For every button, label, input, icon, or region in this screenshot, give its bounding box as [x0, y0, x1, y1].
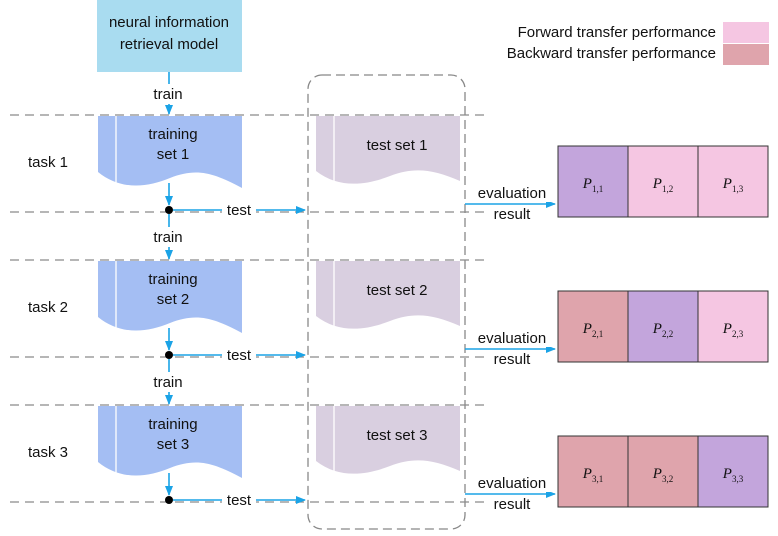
cell-subscript: 3,3	[732, 474, 744, 484]
cell-subscript: 3,1	[592, 474, 603, 484]
train-label: train	[153, 229, 182, 246]
legend-forward-swatch	[723, 22, 769, 43]
task-label: task 1	[28, 154, 68, 171]
performance-cell	[557, 290, 629, 363]
cell-symbol: P	[582, 176, 592, 192]
test-set-label: test set 1	[367, 137, 428, 154]
test-label: test	[227, 492, 252, 509]
train-label: train	[153, 374, 182, 391]
performance-cell	[557, 435, 629, 508]
test-set-shape	[316, 261, 460, 329]
cell-subscript: 1,3	[732, 184, 744, 194]
cell-symbol: P	[722, 176, 732, 192]
test-set-shape	[316, 116, 460, 184]
performance-cell-label: P2,3	[722, 321, 744, 339]
test-set-label: test set 3	[367, 427, 428, 444]
test-label: test	[227, 202, 252, 219]
task-group: task 3 training set 3 test set 3 test evaluat…	[10, 404, 769, 514]
performance-cell	[627, 290, 699, 363]
legend-backward-swatch	[723, 44, 769, 65]
performance-cell	[627, 145, 699, 218]
junction-dot	[165, 206, 173, 214]
result-label: result	[494, 496, 532, 513]
cell-subscript: 1,2	[662, 184, 673, 194]
performance-cell-label: P3,1	[582, 466, 603, 484]
performance-cell	[697, 435, 769, 508]
junction-dot	[165, 351, 173, 359]
training-set-line2: set 3	[157, 436, 190, 453]
training-set-line1: training	[148, 271, 197, 288]
cell-symbol: P	[652, 176, 662, 192]
test-set-label: test set 2	[367, 282, 428, 299]
cell-subscript: 1,1	[592, 184, 603, 194]
result-label: result	[494, 351, 532, 368]
cell-subscript: 2,2	[662, 329, 673, 339]
model-box-line2: retrieval model	[120, 36, 218, 53]
test-sets-container	[307, 74, 466, 530]
performance-cell-label: P1,3	[722, 176, 744, 194]
evaluation-label: evaluation	[478, 475, 546, 492]
training-set-line2: set 1	[157, 146, 190, 163]
junction-dot	[165, 496, 173, 504]
train-label-top: train	[153, 86, 182, 103]
cell-symbol: P	[652, 321, 662, 337]
model-box	[97, 0, 242, 72]
cell-subscript: 2,3	[732, 329, 744, 339]
legend-backward-label: Backward transfer performance	[507, 45, 716, 62]
performance-cell-label: P1,2	[652, 176, 673, 194]
test-label: test	[227, 347, 252, 364]
performance-cell	[557, 145, 629, 218]
performance-cell-label: P3,2	[652, 466, 673, 484]
performance-cell-label: P2,1	[582, 321, 603, 339]
evaluation-label: evaluation	[478, 330, 546, 347]
training-set-shape	[98, 116, 242, 188]
training-set-shape	[98, 261, 242, 333]
performance-cell	[627, 435, 699, 508]
performance-cell	[697, 145, 769, 218]
legend-forward-label: Forward transfer performance	[518, 24, 716, 41]
training-set-line2: set 2	[157, 291, 190, 308]
cell-symbol: P	[582, 466, 592, 482]
cell-symbol: P	[722, 466, 732, 482]
training-set-line1: training	[148, 416, 197, 433]
training-set-line1: training	[148, 126, 197, 143]
performance-cell-label: P3,3	[722, 466, 744, 484]
performance-cell	[697, 290, 769, 363]
model-box-line1: neural information	[109, 14, 229, 31]
training-set-shape	[98, 406, 242, 478]
task-group: task 2 training set 2 test set 2 test evaluat…	[10, 259, 769, 405]
performance-cell-label: P2,2	[652, 321, 673, 339]
cell-subscript: 2,1	[592, 329, 603, 339]
cell-symbol: P	[582, 321, 592, 337]
performance-cell-label: P1,1	[582, 176, 603, 194]
result-label: result	[494, 206, 532, 223]
cell-symbol: P	[652, 466, 662, 482]
task-group: task 1 training set 1 test set 1 test evaluat…	[10, 114, 769, 260]
cell-symbol: P	[722, 321, 732, 337]
test-set-shape	[316, 406, 460, 474]
cell-subscript: 3,2	[662, 474, 673, 484]
task-label: task 3	[28, 444, 68, 461]
evaluation-label: evaluation	[478, 185, 546, 202]
task-label: task 2	[28, 299, 68, 316]
